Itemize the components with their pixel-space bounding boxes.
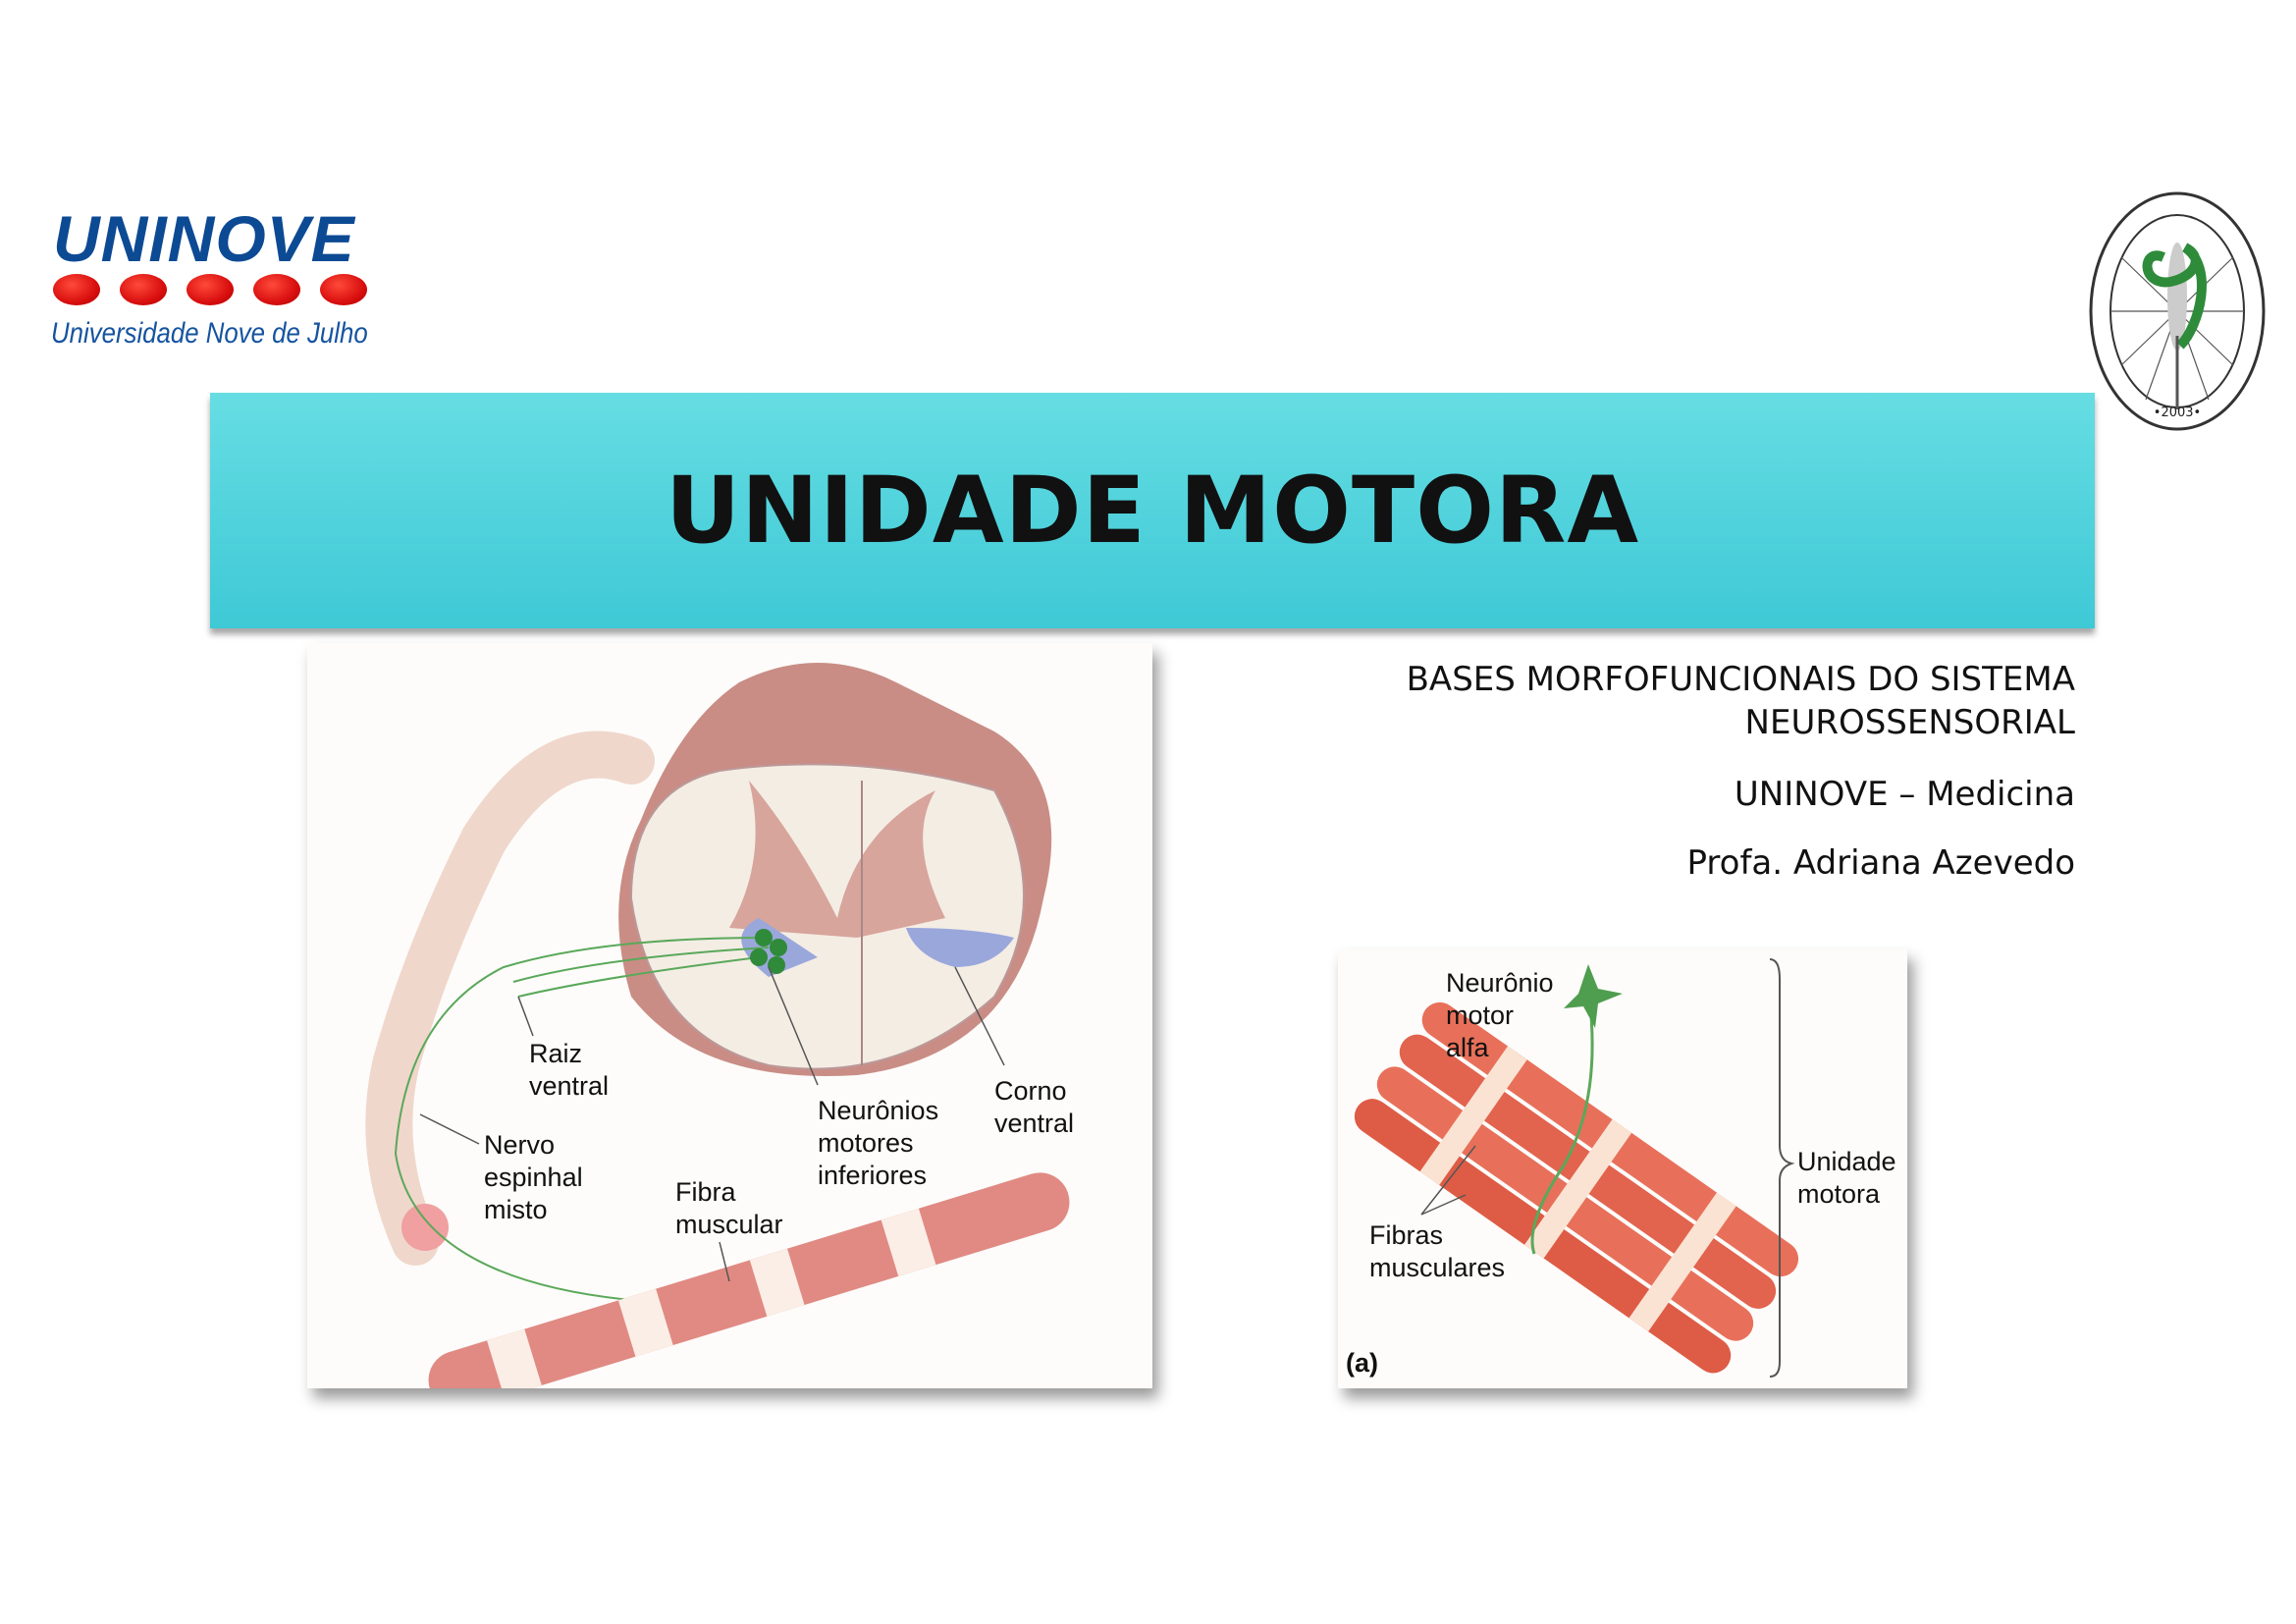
title-banner: UNIDADE MOTORA [210,393,2095,628]
course-line-2: NEUROSSENSORIAL [1744,703,2075,742]
label-nervo-espinhal: Nervo espinhal misto [484,1130,583,1224]
slide-title: UNIDADE MOTORA [665,457,1640,565]
svg-text:•2003•: •2003• [2154,406,2201,420]
medicine-seal-logo: •2003• [2089,191,2266,431]
logo-dots [53,274,367,305]
uninove-logo: UNINOVE Universidade Nove de Julho [51,201,380,358]
course-line-1: BASES MORFOFUNCIONAIS DO SISTEMA [1406,660,2075,699]
label-corno-ventral: Corno ventral [994,1076,1075,1138]
panel-label: (a) [1346,1348,1378,1378]
label-raiz-ventral: Raiz ventral [529,1039,610,1101]
spinal-cord-figure: Raiz ventral Nervo espinhal misto Neurôn… [307,643,1152,1388]
label-neuronios-motores: Neurônios motores inferiores [818,1096,939,1190]
label-fibras-musculares: Fibras musculares [1369,1220,1506,1282]
institution: UNINOVE – Medicina [1734,775,2075,814]
motor-unit-figure: Neurônio motor alfa Fibras musculares Un… [1338,949,1907,1388]
logo-wordmark: UNINOVE [53,202,355,275]
professor: Profa. Adriana Azevedo [1686,843,2076,883]
label-unidade-motora: Unidade motora [1797,1147,1896,1209]
label-neuronio-motor-alfa: Neurônio motor alfa [1446,968,1554,1062]
label-fibra-muscular: Fibra muscular [675,1177,783,1239]
logo-subtitle: Universidade Nove de Julho [51,317,368,350]
